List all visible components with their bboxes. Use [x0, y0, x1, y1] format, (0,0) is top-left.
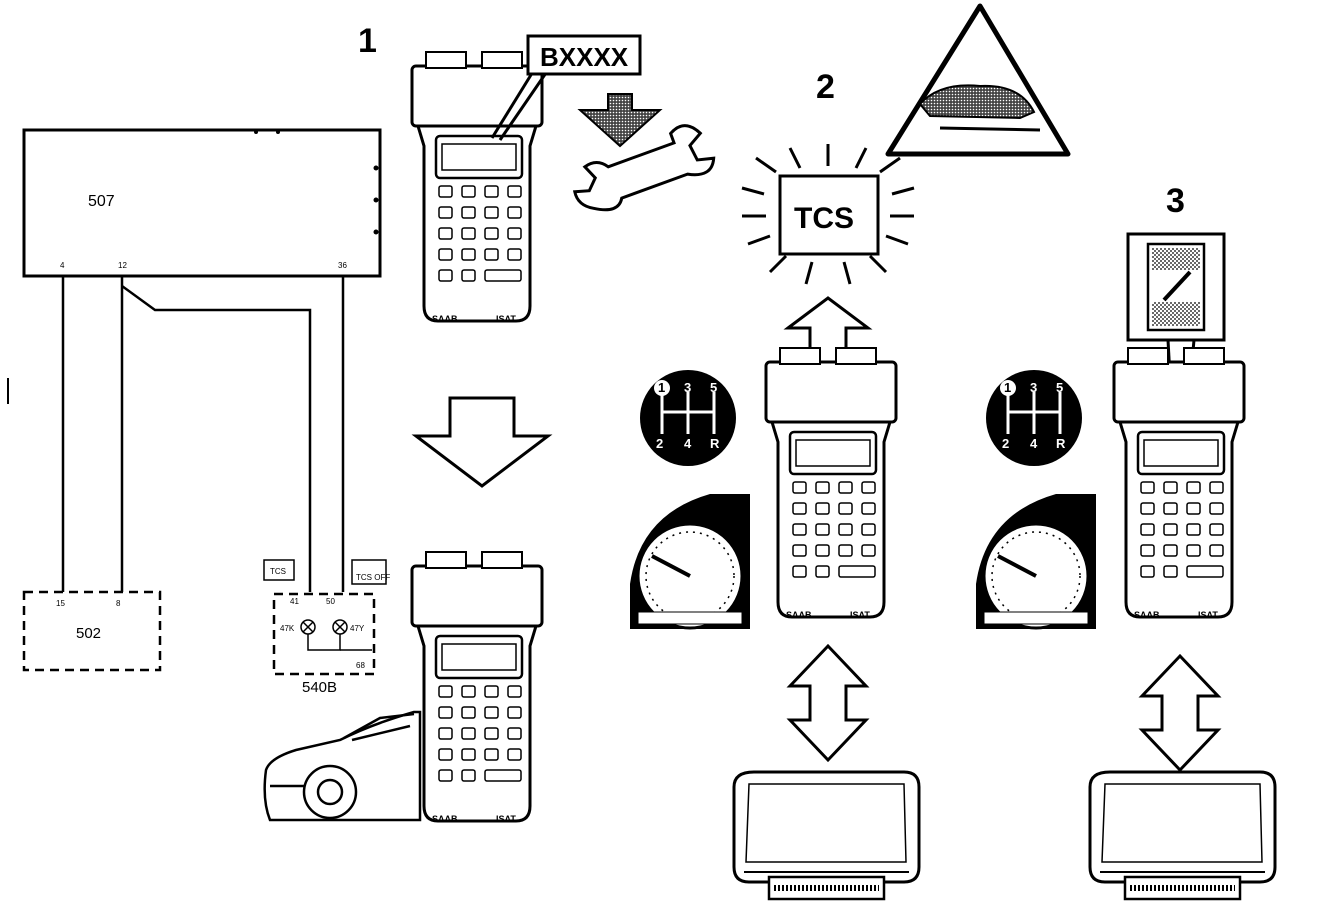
model-label: ISAT — [1198, 610, 1218, 620]
step-3-number: 3 — [1166, 182, 1185, 220]
module-502-label: 502 — [76, 625, 101, 642]
gear-3-label: 3 — [1030, 380, 1037, 395]
brand-label: SAAB — [786, 610, 812, 620]
wrench-icon — [572, 124, 716, 212]
tcs-lamp-label: TCS — [794, 202, 854, 235]
model-label: ISAT — [496, 314, 516, 324]
model-label: ISAT — [850, 610, 870, 620]
model-label: ISAT — [496, 814, 516, 824]
link-arrow-step2 — [788, 644, 868, 762]
pin-4-label: 4 — [60, 261, 65, 270]
brand-label: SAAB — [432, 314, 458, 324]
ecu-step3 — [1090, 772, 1275, 899]
speedometer-icon — [628, 492, 752, 631]
pin-12-label: 12 — [118, 261, 127, 270]
lamp-47k-label: 47K — [280, 624, 295, 633]
display-zoom-callout — [1126, 232, 1226, 451]
gear-5-label: 5 — [710, 380, 717, 395]
pin-8-label: 8 — [116, 599, 121, 608]
pin-15-label: 15 — [56, 599, 65, 608]
pin-68-label: 68 — [356, 661, 365, 670]
speedometer-icon — [974, 492, 1098, 631]
module-507-label: 507 — [88, 193, 115, 210]
skid-warning-icon — [885, 3, 1071, 157]
control-module-507 — [22, 128, 382, 278]
module-502 — [22, 590, 162, 672]
step-1-number: 1 — [358, 22, 377, 60]
gear-r-label: R — [710, 436, 720, 451]
wires — [61, 276, 345, 595]
tcs-off-tag-label: TCS OFF — [356, 573, 390, 582]
pin-50-label: 50 — [326, 597, 335, 606]
display-callout: BXXXX — [490, 34, 642, 141]
gear-pattern-step2: 1 3 5 2 4 R — [638, 368, 738, 468]
instrument-540b-label: 540B — [302, 679, 337, 696]
gear-2-label: 2 — [1002, 436, 1009, 451]
gear-2-label: 2 — [656, 436, 663, 451]
pin-36-label: 36 — [338, 261, 347, 270]
pin-41-label: 41 — [290, 597, 299, 606]
gear-3-label: 3 — [684, 380, 691, 395]
down-arrow-icon — [577, 93, 663, 148]
wiring-schematic: 507 4 12 36 15 8 502 TCS TCS OFF 41 50 6… — [22, 128, 390, 696]
brand-label: SAAB — [432, 814, 458, 824]
instrument-540b — [272, 592, 376, 676]
gear-4-label: 4 — [684, 436, 692, 451]
big-down-arrow-icon — [411, 396, 553, 488]
car-icon — [263, 710, 422, 822]
gear-pattern-step3: 1 3 5 2 4 R — [984, 368, 1084, 468]
tester-step1-top: SAAB ISAT — [410, 50, 544, 324]
lamp-47y-label: 47Y — [350, 624, 365, 633]
tcs-tag — [263, 559, 295, 581]
gear-5-label: 5 — [1056, 380, 1063, 395]
tester-step1-bottom: SAAB ISAT — [410, 550, 544, 824]
ecu-step2 — [734, 772, 919, 899]
gear-r-label: R — [1056, 436, 1066, 451]
tcs-off-tag — [351, 559, 387, 585]
tester-step3: SAAB ISAT — [1112, 346, 1246, 620]
tcs-warning-lamp: TCS — [741, 144, 915, 285]
step-2-number: 2 — [816, 68, 835, 106]
brand-label: SAAB — [1134, 610, 1160, 620]
tcs-tag-label: TCS — [270, 567, 286, 576]
link-arrow-step3 — [1140, 654, 1220, 772]
gear-4-label: 4 — [1030, 436, 1038, 451]
gear-1-label: 1 — [658, 380, 665, 395]
display-code: BXXXX — [540, 42, 629, 72]
tester-step2: SAAB ISAT — [764, 346, 898, 620]
gear-1-label: 1 — [1004, 380, 1011, 395]
